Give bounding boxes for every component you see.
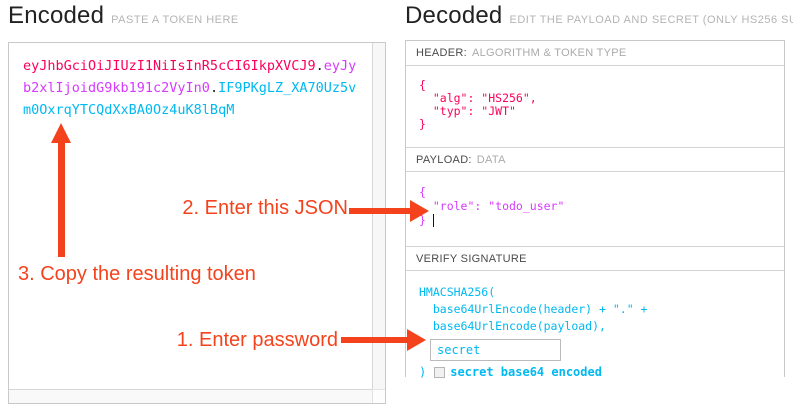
decoded-subtitle: EDIT THE PAYLOAD AND SECRET (ONLY HS256 …	[509, 14, 793, 26]
base64-encoded-row: ) secret base64 encoded	[419, 364, 776, 381]
payload-section-label: PAYLOAD: DATA	[406, 147, 784, 172]
header-sublabel: ALGORITHM & TOKEN TYPE	[472, 47, 627, 59]
scrollbar-corner	[372, 389, 385, 403]
encoded-subtitle: PASTE A TOKEN HERE	[111, 14, 239, 26]
secret-input[interactable]	[430, 339, 561, 361]
decoded-header: Decoded EDIT THE PAYLOAD AND SECRET (ONL…	[405, 2, 793, 30]
header-json: { "alg": "HS256", "typ": "JWT"}	[406, 66, 784, 147]
signature-code-block: HMACSHA256( base64UrlEncode(header) + ".…	[406, 271, 784, 381]
text-cursor	[433, 214, 434, 227]
annotation-step1: 1. Enter password	[176, 329, 338, 351]
step3-arrow-up-icon	[51, 123, 71, 143]
annotation-step2: 2. Enter this JSON	[182, 197, 348, 219]
step2-arrow-shaft	[349, 208, 411, 214]
base64-encoded-label: secret base64 encoded	[450, 365, 602, 379]
horizontal-scrollbar[interactable]	[9, 389, 372, 403]
vertical-scrollbar[interactable]	[372, 43, 385, 389]
base64-encoded-checkbox[interactable]	[434, 367, 446, 378]
header-label: HEADER:	[416, 47, 467, 59]
verify-signature-label: VERIFY SIGNATURE	[416, 252, 527, 265]
annotation-step3: 3. Copy the resulting token	[18, 263, 256, 285]
payload-sublabel: DATA	[476, 153, 506, 166]
header-section-label: HEADER: ALGORITHM & TOKEN TYPE	[406, 41, 784, 66]
step1-arrow-right-icon	[407, 329, 426, 351]
encoded-token-input[interactable]: eyJhbGciOiJIUzI1NiIsInR5cCI6IkpXVCJ9.eyJ…	[23, 58, 357, 118]
encoded-title: Encoded	[8, 2, 105, 29]
step2-arrow-right-icon	[410, 200, 429, 222]
closing-paren: )	[419, 365, 427, 379]
encoded-header: Encoded PASTE A TOKEN HERE	[8, 2, 239, 30]
decoded-title: Decoded	[405, 2, 503, 29]
step1-arrow-shaft	[341, 337, 407, 343]
payload-json-editor[interactable]: { "role": "todo_user"}	[406, 172, 784, 246]
decoded-box: HEADER: ALGORITHM & TOKEN TYPE { "alg": …	[405, 40, 785, 381]
step3-arrow-shaft	[58, 141, 65, 257]
payload-label: PAYLOAD:	[416, 153, 472, 166]
verify-signature-label-row: VERIFY SIGNATURE	[406, 246, 784, 271]
encoded-token-box: eyJhbGciOiJIUzI1NiIsInR5cCI6IkpXVCJ9.eyJ…	[8, 42, 386, 404]
